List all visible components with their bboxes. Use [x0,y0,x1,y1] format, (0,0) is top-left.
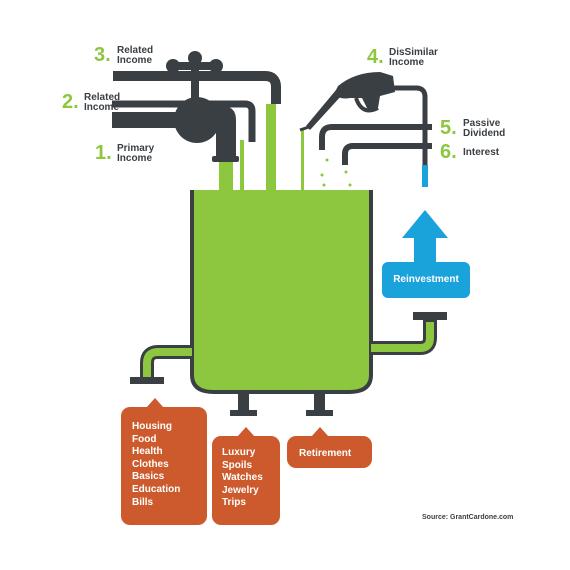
needs-item: Bills [132,496,154,508]
source-number-6: 6. [440,141,457,163]
stream-primary [219,160,233,212]
pipe-interest [342,143,432,165]
hose-4 [299,124,313,132]
reinvest-pipe-segment [422,165,428,187]
pipe-related-3 [113,71,281,104]
pipe-wants-outlet [238,392,249,412]
wants-item: Luxury [222,447,256,458]
pipe-dissimilar [393,85,428,185]
needs-item: Food [132,433,157,445]
wants-box: Luxury Spoils Watches Jewelry Trips [212,427,280,525]
needs-box: Housing Food Health Clothes Basics Educa… [121,398,207,525]
pipe-retirement-outlet [314,392,325,412]
wants-item: Trips [222,497,246,509]
source-number-2: 2. [62,91,79,113]
wants-item: Watches [222,472,263,484]
liquid-surface [194,201,369,214]
source-number-4: 4. [367,46,384,68]
tank-body [190,190,373,394]
pipe-retirement-cap [306,410,333,416]
pipe-reinvest-cap [413,312,447,320]
wants-item: Jewelry [222,484,259,496]
pipe-needs-outlet-fill [143,348,192,378]
faucet-icon [112,51,239,162]
needs-item: Basics [132,471,165,483]
pipe-passive-dividend [319,124,432,150]
source-number-5: 5. [440,117,457,139]
pipe-wants-cap [230,410,257,416]
needs-item: Health [132,446,163,458]
reinvestment-box [382,262,470,298]
source-number-1: 1. [95,142,112,164]
stream-related-3 [266,104,276,210]
arrow-up-icon [402,210,448,262]
retirement-label: Retirement [299,448,352,459]
needs-item: Housing [132,421,172,432]
fuel-nozzle-icon [306,72,395,130]
needs-item: Education [132,483,181,495]
source-credit: Source: GrantCardone.com [422,514,514,521]
source-label-6: Interest [463,147,500,158]
pipe-related-2 [112,100,256,142]
needs-item: Clothes [132,458,169,470]
pipe-reinvest-outlet [371,320,437,355]
stream-related-2 [240,140,244,210]
source-number-3: 3. [94,44,111,66]
pipe-reinvest-outlet-fill [371,322,434,352]
reinvestment-label: Reinvestment [393,274,459,285]
wants-item: Spoils [222,459,253,471]
retirement-box: Retirement [287,427,372,468]
stream-nozzle [301,130,304,208]
pipe-needs-cap [130,377,164,384]
